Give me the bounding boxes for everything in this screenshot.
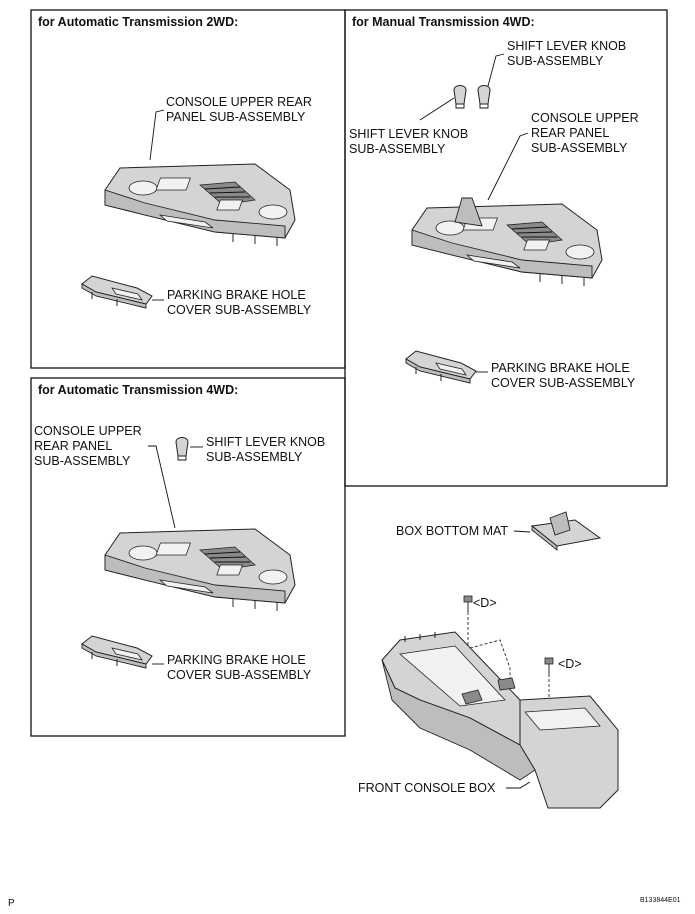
front-console-box-label: FRONT CONSOLE BOX <box>358 781 496 795</box>
page-corner-mark: P <box>8 898 15 909</box>
at2wd-brake-label-line2: COVER SUB-ASSEMBLY <box>167 303 312 317</box>
at4wd-knob-label-line1: SHIFT LEVER KNOB <box>206 435 325 449</box>
mt4wd-knob-a-label-line2: SUB-ASSEMBLY <box>507 54 604 68</box>
at4wd-console-label-line3: SUB-ASSEMBLY <box>34 454 131 468</box>
at4wd-title: for Automatic Transmission 4WD: <box>38 383 238 397</box>
at4wd-console-label-line2: REAR PANEL <box>34 439 112 453</box>
at2wd-title: for Automatic Transmission 2WD: <box>38 15 238 29</box>
mt4wd-knob-b-leader <box>419 97 455 121</box>
at4wd-shift-lever-knob <box>175 437 189 461</box>
bolt-b <box>544 657 554 674</box>
mt4wd-console-label-line2: REAR PANEL <box>531 126 609 140</box>
front-console-box-leader <box>506 781 531 789</box>
at2wd-console-label-line1: CONSOLE UPPER REAR <box>166 95 312 109</box>
at4wd-brake-label-line2: COVER SUB-ASSEMBLY <box>167 668 312 682</box>
mt4wd-title: for Manual Transmission 4WD: <box>352 15 535 29</box>
mt4wd-knob-a-label-line1: SHIFT LEVER KNOB <box>507 39 626 53</box>
at2wd-parking-brake-cover <box>81 275 153 309</box>
at4wd-knob-label-line2: SUB-ASSEMBLY <box>206 450 303 464</box>
figure-id: B133844E01 <box>640 897 681 904</box>
at4wd-console-label-line1: CONSOLE UPPER <box>34 424 142 438</box>
bolt-a <box>463 595 473 612</box>
at4wd-console-upper-rear-panel <box>104 528 296 612</box>
mt4wd-knob-b-label-line1: SHIFT LEVER KNOB <box>349 127 468 141</box>
front-console-box <box>381 631 619 809</box>
mt4wd-brake-label-line1: PARKING BRAKE HOLE <box>491 361 630 375</box>
mt4wd-shift-boot <box>454 197 483 227</box>
box-bottom-mat-label: BOX BOTTOM MAT <box>396 524 508 538</box>
bolt-b-label: <D> <box>558 657 582 671</box>
at4wd-brake-label-line1: PARKING BRAKE HOLE <box>167 653 306 667</box>
mt4wd-knob-b-label-line2: SUB-ASSEMBLY <box>349 142 446 156</box>
mt4wd-brake-label-line2: COVER SUB-ASSEMBLY <box>491 376 636 390</box>
at4wd-console-leader <box>148 445 176 529</box>
mt4wd-console-leader <box>487 132 529 201</box>
at2wd-console-upper-rear-panel <box>104 163 296 247</box>
mt4wd-knob-a-leader <box>487 53 505 87</box>
mt4wd-panel-border <box>344 9 668 487</box>
at4wd-parking-brake-cover <box>81 635 153 669</box>
at2wd-brake-label-line1: PARKING BRAKE HOLE <box>167 288 306 302</box>
box-bottom-mat <box>530 511 602 551</box>
mt4wd-shift-lever-knob-b <box>453 85 467 109</box>
mt4wd-console-label-line3: SUB-ASSEMBLY <box>531 141 628 155</box>
at4wd-panel-border <box>30 377 346 737</box>
at2wd-console-leader <box>149 109 165 161</box>
mt4wd-console-upper-rear-panel <box>411 203 603 287</box>
at2wd-console-label-line2: PANEL SUB-ASSEMBLY <box>166 110 306 124</box>
mt4wd-shift-lever-knob-a <box>477 85 491 109</box>
mat-guide <box>469 639 511 686</box>
bolt-a-label: <D> <box>473 596 497 610</box>
mt4wd-console-label-line1: CONSOLE UPPER <box>531 111 639 125</box>
mt4wd-parking-brake-cover <box>405 350 477 384</box>
box-bottom-mat-leader <box>513 530 531 533</box>
